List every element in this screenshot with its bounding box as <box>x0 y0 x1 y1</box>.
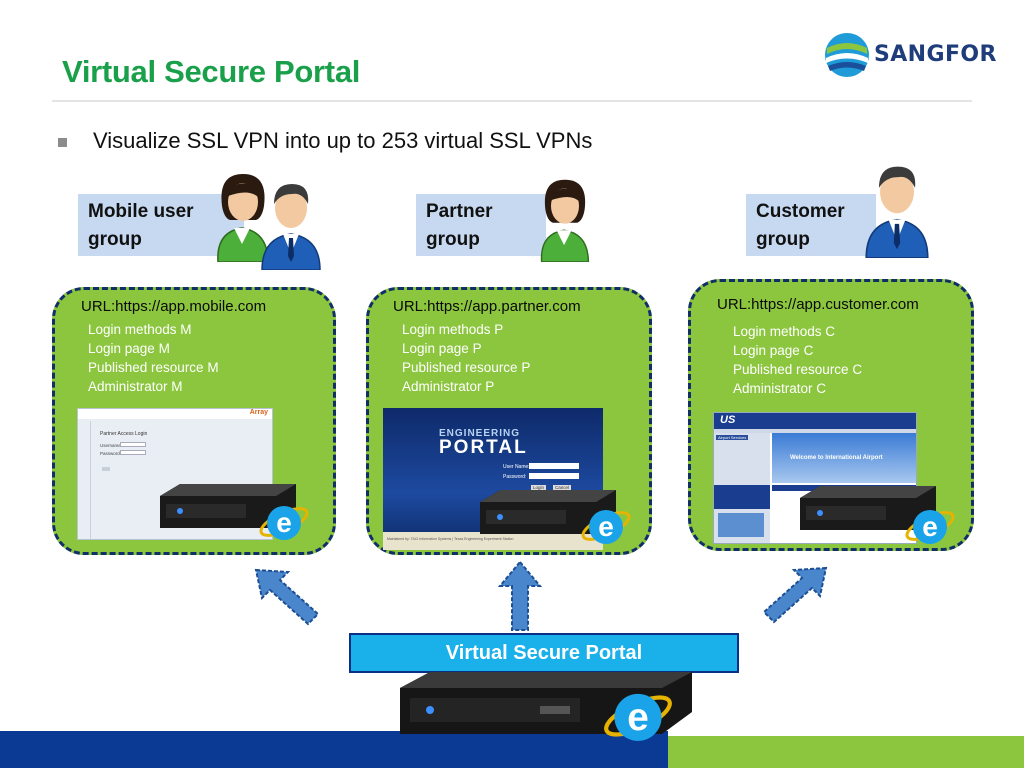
screen-title: Partner Access Login <box>100 431 148 437</box>
list-item: Login methods M <box>88 322 192 337</box>
panel-settings-list: Login methods P Login page P Published r… <box>402 320 530 396</box>
virtual-secure-portal-label: Virtual Secure Portal <box>349 633 739 673</box>
list-item: Login page C <box>733 343 814 358</box>
screen-cancel-button: Cancel <box>553 485 572 490</box>
list-item: Administrator C <box>733 381 827 396</box>
screen-field-label: Password <box>100 451 120 456</box>
group-label-line1: Customer <box>756 201 845 222</box>
group-label-partner: Partner group <box>416 194 546 256</box>
screen-title-line1: ENGINEERING <box>439 428 521 439</box>
list-item: Administrator M <box>88 379 183 394</box>
ssl-vpn-appliance-icon <box>800 486 936 530</box>
group-label-line2: group <box>88 229 142 250</box>
svg-text:e: e <box>276 507 292 538</box>
internet-explorer-icon: e <box>604 693 672 741</box>
bullet-text: Visualize SSL VPN into up to 253 virtual… <box>93 128 593 153</box>
screen-login-button: Login <box>531 485 547 490</box>
ssl-vpn-appliance-icon <box>480 490 616 534</box>
panel-url: URL:https://app.partner.com <box>393 298 581 315</box>
list-item: Administrator P <box>402 379 495 394</box>
man-user-icon <box>865 166 929 258</box>
panel-settings-list: Login methods M Login page M Published r… <box>88 320 219 396</box>
list-item: Published resource M <box>88 360 219 375</box>
list-item: Login page M <box>88 341 170 356</box>
svg-text:e: e <box>598 511 614 542</box>
woman-user-icon <box>217 174 269 262</box>
screen-field-label: User Name: <box>503 464 530 470</box>
internet-explorer-icon: e <box>259 506 309 540</box>
internet-explorer-icon: e <box>905 510 955 544</box>
list-item: Login page P <box>402 341 482 356</box>
group-label-line2: group <box>756 229 810 250</box>
slide-title: Virtual Secure Portal <box>62 54 361 89</box>
logo-wordmark: SANGFOR <box>874 42 997 67</box>
arrow-up-right-icon <box>762 566 828 624</box>
ssl-vpn-appliance-icon <box>160 484 296 528</box>
panel-url: URL:https://app.customer.com <box>717 296 919 313</box>
woman-user-icon <box>540 179 590 262</box>
bullet-marker <box>58 138 67 147</box>
title-divider <box>52 100 972 102</box>
screen-title-line2: PORTAL <box>439 437 528 458</box>
sangfor-globe-icon <box>825 33 869 77</box>
screen-field-label: Username <box>100 443 121 448</box>
arrow-up-icon <box>497 560 543 631</box>
footer-bar-green <box>668 736 1024 768</box>
list-item: Login methods C <box>733 324 836 339</box>
svg-text:e: e <box>922 511 938 542</box>
screen-subhead: Airport Services <box>716 435 749 440</box>
list-item: Login methods P <box>402 322 504 337</box>
customer-airport-screenshot: US Airport Services Welcome to Internati… <box>713 412 917 544</box>
screen-field-label: Password: <box>503 474 527 480</box>
panel-settings-list: Login methods C Login page C Published r… <box>733 322 862 398</box>
group-label-line1: Partner <box>426 201 493 222</box>
group-label-mobile: Mobile user group <box>78 194 244 256</box>
man-user-icon <box>261 184 321 270</box>
screen-banner: Welcome to International Airport <box>790 455 883 461</box>
list-item: Published resource C <box>733 362 863 377</box>
screen-footer: Maintained by: TACI Information Systems … <box>387 537 514 541</box>
list-item: Published resource P <box>402 360 531 375</box>
screen-brand: Array <box>249 409 268 416</box>
group-label-customer: Customer group <box>746 194 876 256</box>
group-label-line2: group <box>426 229 480 250</box>
svg-text:e: e <box>627 696 649 739</box>
internet-explorer-icon: e <box>581 510 631 544</box>
arrow-up-left-icon <box>254 568 320 626</box>
group-label-line1: Mobile user <box>88 201 194 222</box>
footer-bar-blue <box>0 731 668 768</box>
sangfor-logo: SANGFOR <box>822 30 996 80</box>
screen-brand: US <box>720 414 736 426</box>
panel-url: URL:https://app.mobile.com <box>81 298 267 315</box>
